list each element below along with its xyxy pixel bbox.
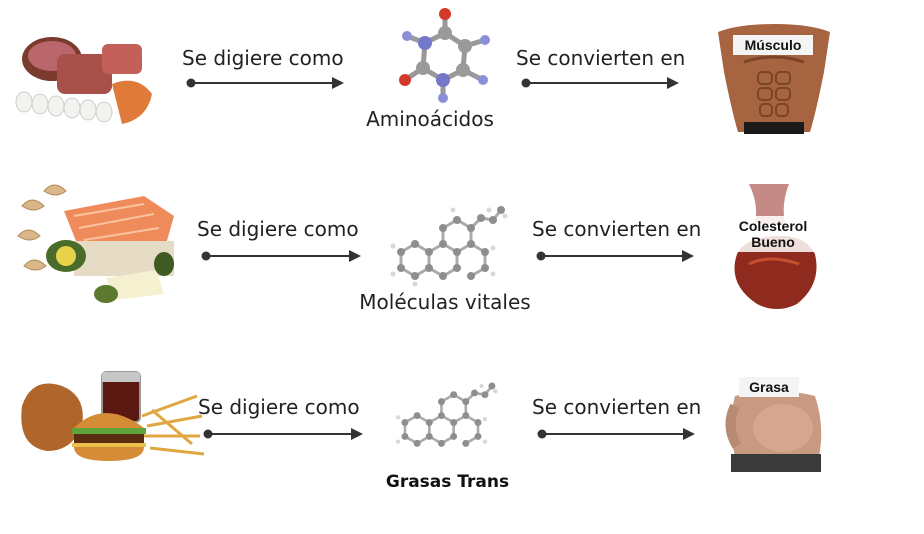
belly-fat-icon <box>721 366 829 472</box>
arrow-right-icon <box>536 250 694 262</box>
molecule-label-1: Aminoácidos <box>366 107 494 131</box>
result-label-3: Grasa <box>739 377 799 397</box>
digest-label-3: Se digiere como <box>198 395 360 419</box>
arrow-right-icon <box>537 428 695 440</box>
arrow-right-icon <box>201 250 361 262</box>
result-label-2: Colesterol Bueno <box>727 216 819 252</box>
result-label-2-line2: Bueno <box>751 234 795 250</box>
convert-label-2: Se convierten en <box>532 217 702 241</box>
molecule-label-3: Grasas Trans <box>385 472 510 492</box>
arrow-right-icon <box>203 428 363 440</box>
digest-label-1: Se digiere como <box>182 46 344 70</box>
salmon-nuts-avocado-icon <box>17 184 174 303</box>
convert-label-1: Se convierten en <box>516 46 686 70</box>
convert-label-3: Se convierten en <box>532 395 702 419</box>
arrow-right-icon <box>521 77 679 89</box>
amino-acid-molecule-icon <box>399 8 490 103</box>
digest-label-2: Se digiere como <box>197 217 359 241</box>
molecule-label-2: Moléculas vitales <box>359 290 531 314</box>
fast-food-icon <box>21 371 205 461</box>
meat-eggs-icon <box>15 37 152 124</box>
result-label-1: Músculo <box>733 35 813 55</box>
arrow-right-icon <box>186 77 344 89</box>
trans-fat-molecule-icon <box>395 382 498 447</box>
result-label-2-line1: Colesterol <box>738 218 808 234</box>
lipid-molecule-icon <box>390 206 508 287</box>
